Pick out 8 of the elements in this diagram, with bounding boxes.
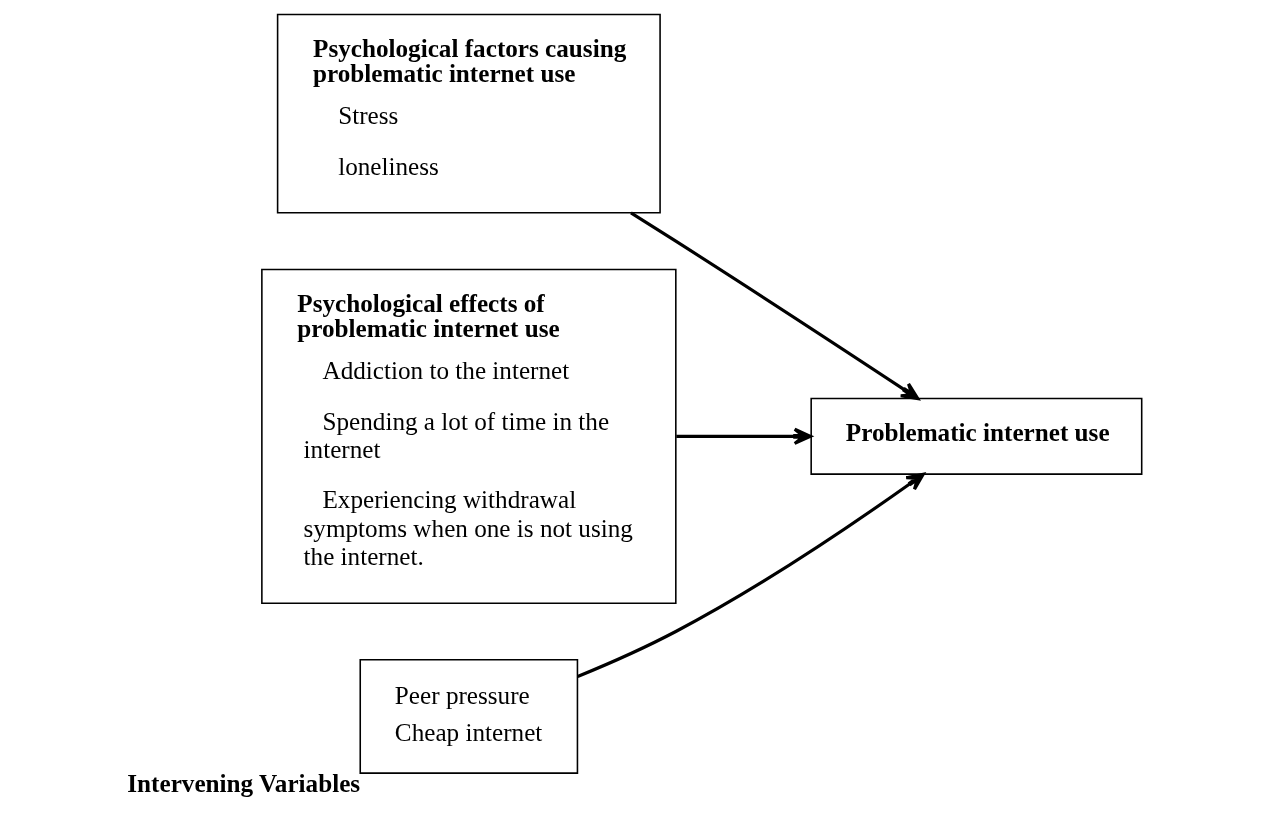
node-label: Intervening Variables [127, 769, 361, 797]
node-box: Peer pressure Cheap internet [359, 659, 579, 774]
node-box: Psychological factors causing problematic internet use Stress loneliness [276, 13, 661, 214]
node-box: Problematic internet use [810, 397, 1143, 475]
arrow [577, 472, 925, 678]
arrow [676, 427, 813, 445]
arrow [630, 211, 920, 401]
node-box: Psychological effects of problematic internet use Addiction to the internet Spending a lot of time in the internet Experiencing withdrawal symptoms when one is not using the internet. [261, 268, 677, 604]
